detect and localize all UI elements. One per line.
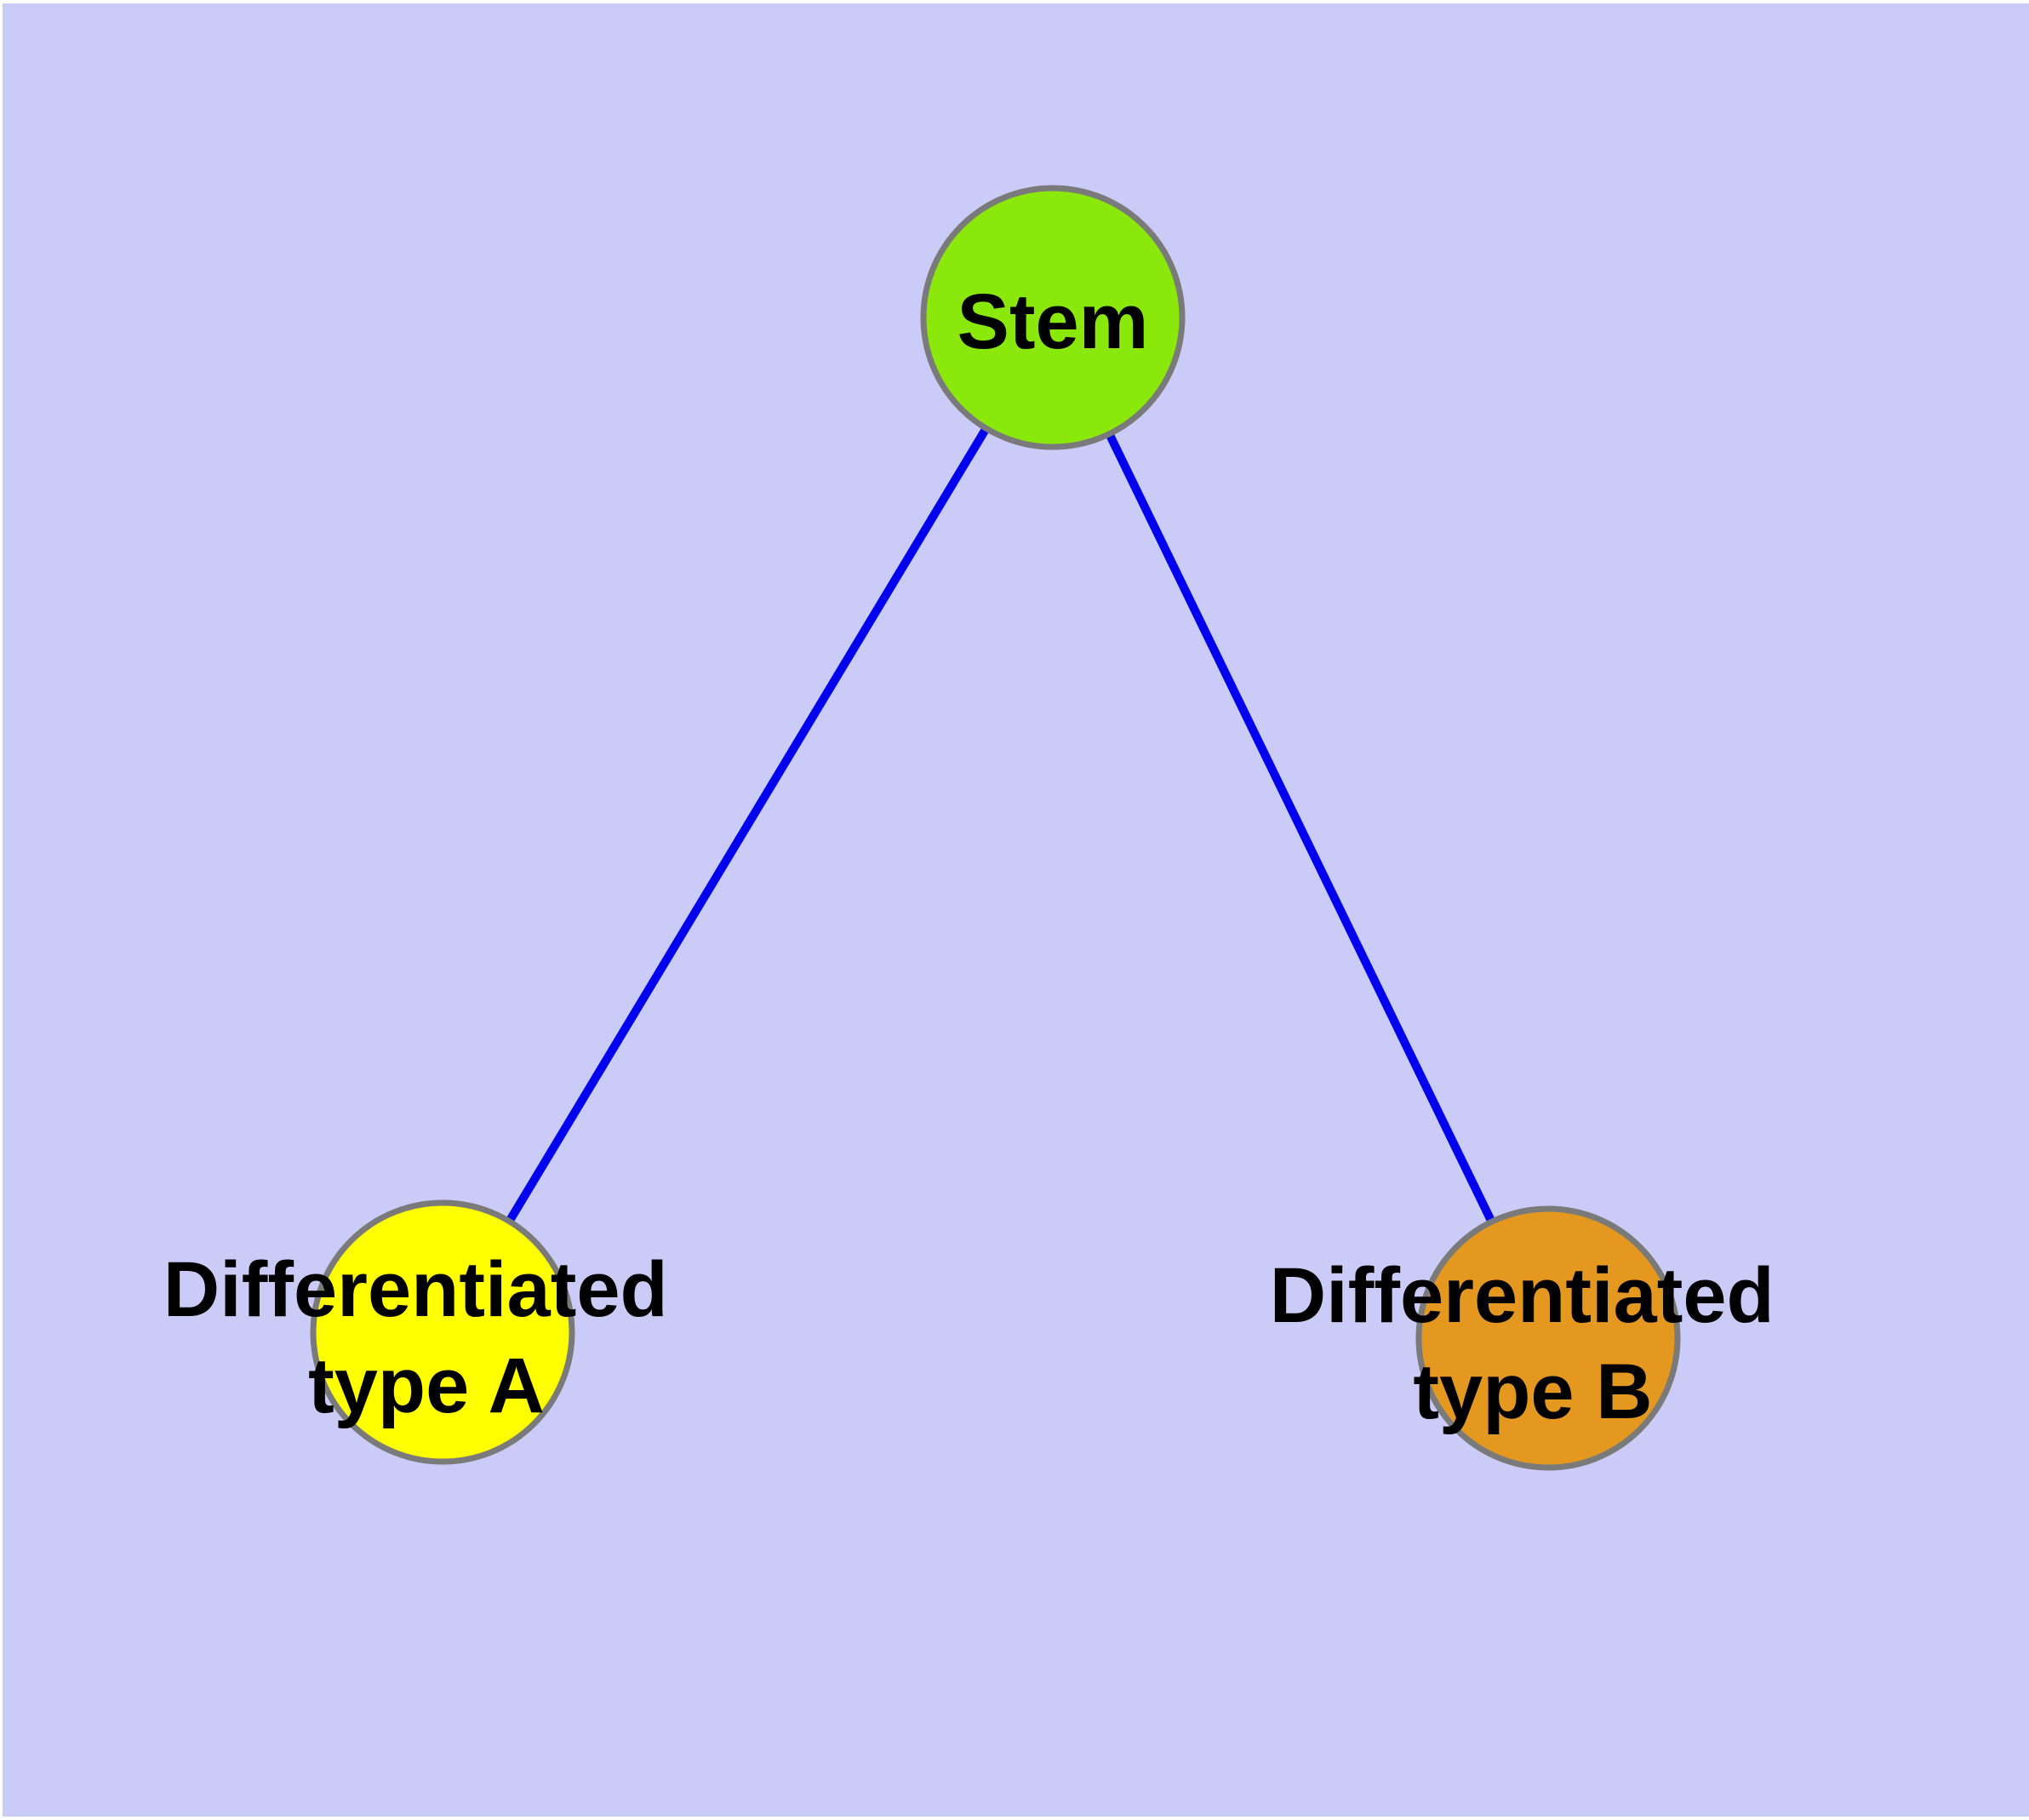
- node-stem-label: Stem: [957, 278, 1149, 365]
- node-type-b-label-line2: type B: [1413, 1348, 1652, 1435]
- edge-stem-to-type-a: [438, 315, 1057, 1335]
- node-differentiated-type-a: [310, 1199, 575, 1465]
- edge-stem-to-type-b: [1049, 315, 1552, 1341]
- node-type-a-label: Differentiated type A: [163, 1246, 690, 1429]
- node-differentiated-type-b: [1415, 1205, 1681, 1471]
- node-type-a-label-line1: Differentiated: [163, 1246, 668, 1333]
- node-type-a-label-line2: type A: [308, 1342, 545, 1429]
- node-type-b-label: Differentiated type B: [1270, 1252, 1797, 1435]
- node-stem: [920, 185, 1186, 450]
- node-type-b-label-line1: Differentiated: [1270, 1252, 1775, 1339]
